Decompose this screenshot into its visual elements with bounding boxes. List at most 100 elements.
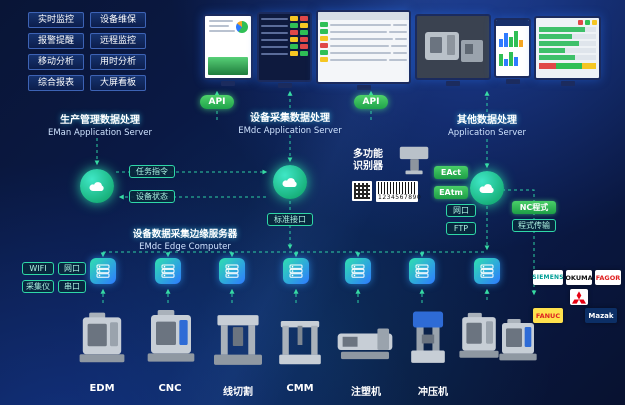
dashboard-monitor-5 [494,18,531,84]
feature-mobile-analysis: 移动分析 [28,54,84,70]
legend [538,20,597,25]
machine-image-wire-cut [214,315,262,365]
dashboard-screen-overview [203,14,253,80]
server-icon [96,264,110,278]
dashboard-screen-table [316,10,411,84]
monitor-stand [221,81,235,86]
feature-equipment-maintenance: 设备维保 [90,12,146,28]
dashboard-screen-3d-machine [415,14,491,80]
machine-image-edm [79,312,125,363]
eman-cloud-node [80,169,114,203]
monitor-stand [505,79,520,84]
machine-image-vmc-2 [499,319,537,361]
dashboard-screen-status-list [257,12,312,82]
area-chart [208,57,248,75]
task-command-label: 任务指令 [129,165,175,178]
nc-program-label: NC程式 [512,201,556,214]
machine-image-vmc-1 [459,312,499,358]
dashboard-monitor-3 [316,10,411,90]
dashboard-monitor-4 [415,14,491,86]
server-icon [225,264,239,278]
other-server-subtitle: Application Server [447,128,527,138]
qr-code [352,181,372,201]
mitsubishi-logo [570,289,588,305]
standard-interface-label: 标准接口 [267,213,313,226]
monitor-stand [277,83,292,88]
scanner-device-image [399,146,429,175]
edge-computer-title: 设备数据采集边缘服务器 [132,229,238,240]
emdc-server-title: 设备采集数据处理 [250,113,330,124]
gateway-edm [90,258,116,284]
other-server-title: 其他数据处理 [457,115,517,126]
gateway-machining-center [474,258,500,284]
screen-header [496,20,529,26]
dashboard-screen-charts [494,18,531,78]
bar-chart [499,50,526,66]
eman-server-block: 生产管理数据处理 EMan Application Server [30,111,170,138]
feature-alarm-alert: 报警提醒 [28,33,84,49]
feature-menu: 实时监控 设备维保 报警提醒 远程监控 移动分析 用时分析 综合报表 大屏看板 [28,12,146,91]
table-header [318,12,409,20]
cloud-icon [479,184,494,194]
edge-computer-subtitle: EMdc Edge Computer [139,242,231,252]
dashboard-monitor-2 [257,12,312,88]
network-port-label: 网口 [446,204,476,217]
eact-label: EAct [434,166,468,179]
other-cloud-node [470,171,504,205]
mazak-logo: Mazak [585,308,617,323]
cloud-icon [282,178,297,188]
api-badge-left: API [200,95,234,109]
feature-time-analysis: 用时分析 [90,54,146,70]
machine-label-injection: 注塑机 [351,387,381,398]
cloud-icon [89,182,104,192]
machine-label-punch: 冲压机 [418,387,448,398]
io-collector-label: 采集仪 [22,280,54,293]
ftp-label: FTP [446,222,476,235]
mitsubishi-diamonds-icon [572,290,586,304]
monitor-stand [356,85,371,90]
eman-server-title: 生产管理数据处理 [60,115,140,126]
emdc-server-block: 设备采集数据处理 EMdc Application Server [220,109,360,136]
device-status-label: 设备状态 [129,190,175,203]
monitor-stand [560,81,575,86]
machine-image-injection [337,328,393,360]
okuma-logo: OKUMA [565,270,593,285]
multi-function-scanner-label: 多功能识别器 [353,149,383,172]
dashboard-monitor-6 [534,16,601,86]
barcode: 1234567890 [376,181,421,202]
edge-computer-block: 设备数据采集边缘服务器 EMdc Edge Computer [115,226,255,252]
machine-image-cnc [147,310,195,362]
machine-render [425,32,459,60]
server-icon [351,264,365,278]
server-icon [480,264,494,278]
server-icon [161,264,175,278]
dashboard-screen-gantt [534,16,601,80]
machine-image-punch [411,311,445,363]
eman-server-subtitle: EMan Application Server [47,128,153,138]
gateway-cnc [155,258,181,284]
pie-chart [236,21,248,33]
barcode-stripes [378,182,416,194]
server-icon [415,264,429,278]
io-network-port-label: 网口 [58,262,86,275]
machine-label-cnc: CNC [158,383,182,394]
dashboard-monitor-1 [203,14,253,86]
gateway-punch [409,258,435,284]
segmented-bar [539,63,596,69]
io-wifi-label: WIFI [22,262,54,275]
machine-image-cmm [279,321,321,365]
machine-render [461,40,483,62]
feature-report: 综合报表 [28,75,84,91]
fagor-logo: FAGOR [595,270,621,285]
feature-dashboard: 大屏看板 [90,75,146,91]
gateway-injection [345,258,371,284]
feature-remote-monitor: 远程监控 [90,33,146,49]
feature-realtime-monitor: 实时监控 [28,12,84,28]
monitor-stand [446,81,460,86]
machine-label-edm: EDM [89,383,115,394]
server-icon [289,264,303,278]
emdc-cloud-node [273,165,307,199]
eatm-label: EAtm [434,186,468,199]
emdc-server-subtitle: EMdc Application Server [238,126,342,136]
